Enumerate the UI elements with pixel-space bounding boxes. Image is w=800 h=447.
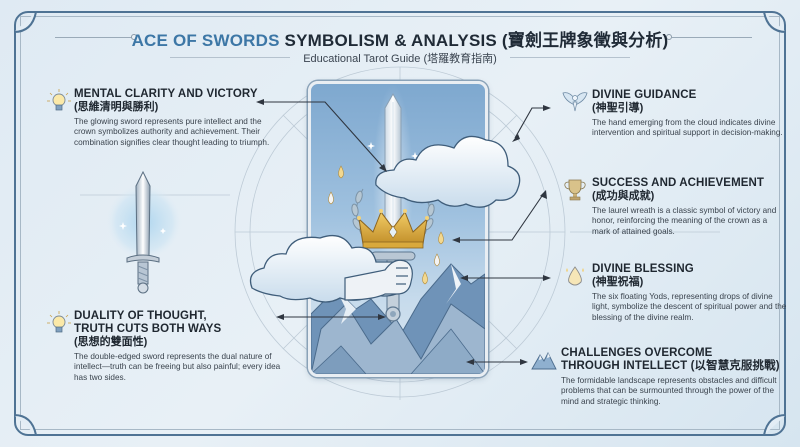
right-cloud (375, 135, 521, 208)
section-title: SUCCESS AND ACHIEVEMENT (592, 177, 765, 189)
page-title: ACE OF SWORDS SYMBOLISM & ANALYSIS (寶劍王牌… (0, 26, 800, 51)
angel-wings-icon (562, 92, 588, 112)
crown (357, 209, 429, 249)
section-body: The hand emerging from the cloud indicat… (592, 118, 783, 138)
sparkles (367, 142, 419, 160)
section-title-cn: (思維清明與勝利) (74, 101, 159, 113)
card-sword (370, 92, 416, 322)
arrowheads (256, 99, 551, 365)
tarot-card (308, 81, 488, 377)
section-title-line2: TRUTH CUTS BOTH WAYS (74, 323, 222, 335)
title-rule-right (672, 37, 752, 38)
hand (344, 259, 413, 301)
section-title-line2: THROUGH INTELLECT (以智慧克服挑戰) (561, 360, 780, 372)
callout-arrows (262, 101, 545, 363)
section-title: DIVINE GUIDANCE (592, 89, 697, 101)
section-title: DUALITY OF THOUGHT, (74, 310, 207, 322)
decorative-border (14, 11, 786, 436)
section-body: The laurel wreath is a classic symbol of… (592, 206, 777, 236)
section-title-cn: (成功與成就) (592, 190, 655, 202)
section-body: The double-edged sword represents the du… (74, 352, 281, 382)
inner-border (20, 16, 780, 430)
section-body: The six floating Yods, representing drop… (592, 292, 787, 322)
lightbulb-icon (47, 89, 71, 111)
page-subtitle: Educational Tarot Guide (塔羅教育指南) (303, 53, 497, 65)
section-title-cn: (思想的雙面性) (74, 336, 148, 348)
trophy-icon (564, 179, 586, 201)
section-body: The glowing sword represents pure intell… (74, 117, 270, 147)
section-title: MENTAL CLARITY AND VICTORY (74, 88, 258, 100)
mountain-icon (531, 351, 557, 370)
title-ornament-right (666, 34, 672, 40)
title-main: SYMBOLISM & ANALYSIS (寶劍王牌象徵與分析) (279, 31, 669, 50)
subtitle-rule-left (170, 57, 290, 58)
title-ornament-left (131, 34, 137, 40)
section-title: DIVINE BLESSING (592, 263, 694, 275)
section-title-cn: (神聖祝福) (592, 276, 644, 288)
card-illustration (311, 84, 485, 374)
section-title: CHALLENGES OVERCOME (561, 347, 713, 359)
section-body: The formidable landscape represents obst… (561, 376, 777, 406)
subtitle-rule-right (510, 57, 630, 58)
droplet-icon (566, 266, 584, 286)
section-title-cn: (神聖引導) (592, 102, 644, 114)
title-accent: ACE OF SWORDS (131, 31, 280, 50)
lightbulb-icon (47, 311, 71, 333)
title-rule-left (55, 37, 133, 38)
